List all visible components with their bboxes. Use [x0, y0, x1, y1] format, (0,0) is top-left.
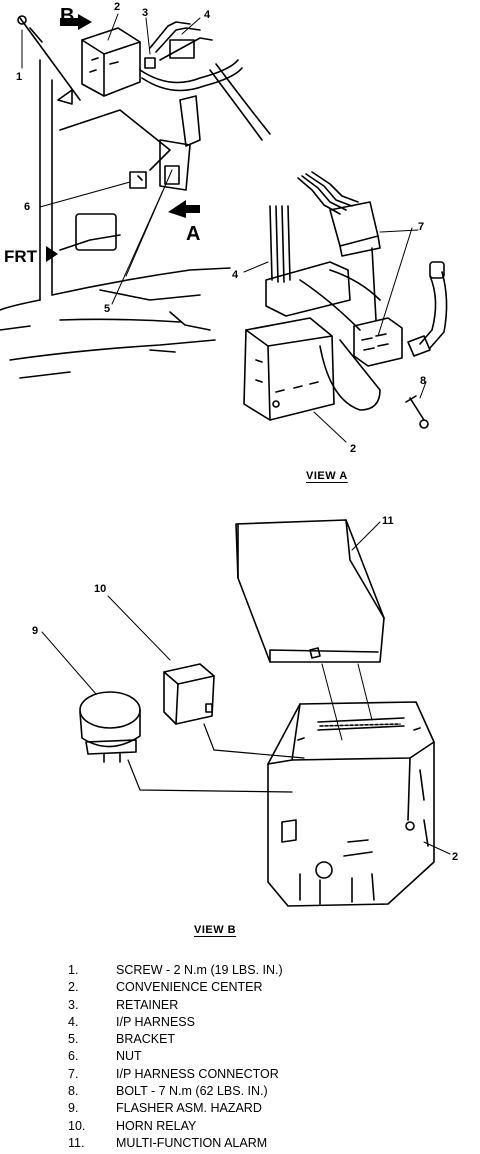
view-b-multi-function-alarm [235, 519, 385, 663]
view-b-callout-2: 2 [452, 851, 458, 863]
retainer-bracket [144, 57, 191, 191]
view-a-leader-lines [243, 227, 427, 443]
view-a-harness [265, 171, 381, 331]
view-a-callout-7: 7 [418, 221, 424, 233]
exploded-diagram: B A FRT 1 2 3 4 5 6 [0, 1, 458, 907]
view-b-horn-relay [163, 663, 215, 725]
view-a-callout-8: 8 [420, 375, 426, 387]
dash-panel [0, 59, 231, 379]
legend-number: 3. [68, 997, 79, 1012]
legend-item: 5. BRACKET [68, 1031, 468, 1048]
callout-2: 2 [114, 1, 120, 13]
arrow-a-icon [168, 200, 200, 218]
legend-text: NUT [116, 1049, 142, 1064]
ip-harness-top [139, 21, 271, 147]
view-b-title: VIEW B [194, 924, 237, 936]
callout-5: 5 [104, 303, 110, 315]
legend-number: 8. [68, 1084, 79, 1099]
view-a-relay-block [353, 317, 431, 367]
view-a-bolt-8 [405, 395, 429, 429]
view-a-side-harness [419, 261, 448, 349]
legend-text: RETAINER [116, 997, 179, 1012]
view-b-callout-9: 9 [32, 625, 38, 637]
view-b-connector-lines [321, 663, 373, 741]
legend-item: 10. HORN RELAY [68, 1118, 468, 1135]
legend-item: 6. NUT [68, 1048, 468, 1065]
legend-text: I/P HARNESS CONNECTOR [116, 1066, 279, 1081]
legend-number: 11. [68, 1135, 85, 1150]
view-a-callout-4: 4 [232, 269, 239, 281]
callout-1: 1 [16, 71, 22, 83]
legend-number: 7. [68, 1066, 79, 1081]
legend-text: FLASHER ASM. HAZARD [116, 1101, 262, 1116]
screw-1 [17, 15, 81, 101]
arrow-frt-label: FRT [4, 247, 38, 266]
view-b-callout-11: 11 [382, 515, 394, 527]
legend-item: 9. FLASHER ASM. HAZARD [68, 1100, 468, 1117]
view-b-leader-lines [41, 521, 451, 855]
view-a-callout-2: 2 [350, 443, 356, 455]
callout-6: 6 [24, 201, 30, 213]
legend-number: 10. [68, 1118, 86, 1133]
view-b-flasher [79, 691, 141, 763]
legend-text: BOLT - 7 N.m (62 LBS. IN.) [116, 1084, 268, 1099]
legend-number: 1. [68, 963, 79, 977]
arrow-frt-icon [46, 246, 58, 262]
convenience-center-top [81, 27, 141, 97]
legend-number: 9. [68, 1101, 79, 1116]
legend-number: 6. [68, 1049, 79, 1064]
legend-number: 5. [68, 1032, 79, 1047]
legend-item: 7. I/P HARNESS CONNECTOR [68, 1066, 468, 1083]
view-b-wire-paths [127, 723, 305, 793]
legend-text: BRACKET [116, 1032, 176, 1047]
arrow-b-icon [60, 14, 92, 30]
callout-3: 3 [142, 7, 148, 19]
top-leader-lines [21, 13, 201, 305]
parts-legend: 1. SCREW - 2 N.m (19 LBS. IN.) 2. CONVENIE… [68, 962, 468, 1152]
legend-item: 3. RETAINER [68, 997, 468, 1014]
legend-text: I/P HARNESS [116, 1014, 195, 1029]
legend-text: SCREW - 2 N.m (19 LBS. IN.) [116, 963, 283, 977]
legend-item: 2. CONVENIENCE CENTER [68, 979, 468, 996]
view-a-convenience-center [243, 317, 381, 421]
callout-4: 4 [204, 9, 211, 21]
legend-item: 8. BOLT - 7 N.m (62 LBS. IN.) [68, 1083, 468, 1100]
legend-text: HORN RELAY [116, 1118, 197, 1133]
legend-number: 4. [68, 1014, 79, 1029]
legend-item: 4. I/P HARNESS [68, 1014, 468, 1031]
legend-text: CONVENIENCE CENTER [116, 980, 263, 995]
view-b-callout-10: 10 [94, 583, 106, 595]
arrow-a-label: A [186, 223, 200, 245]
legend-item: 11. MULTI-FUNCTION ALARM [68, 1135, 468, 1152]
arrow-b-label: B [60, 5, 74, 27]
legend-item: 1. SCREW - 2 N.m (19 LBS. IN.) [68, 962, 468, 979]
legend-text: MULTI-FUNCTION ALARM [116, 1135, 268, 1150]
view-a-title: VIEW A [306, 470, 348, 482]
view-b-convenience-center [267, 701, 435, 907]
nut-6 [129, 171, 147, 189]
legend-number: 2. [68, 980, 79, 995]
